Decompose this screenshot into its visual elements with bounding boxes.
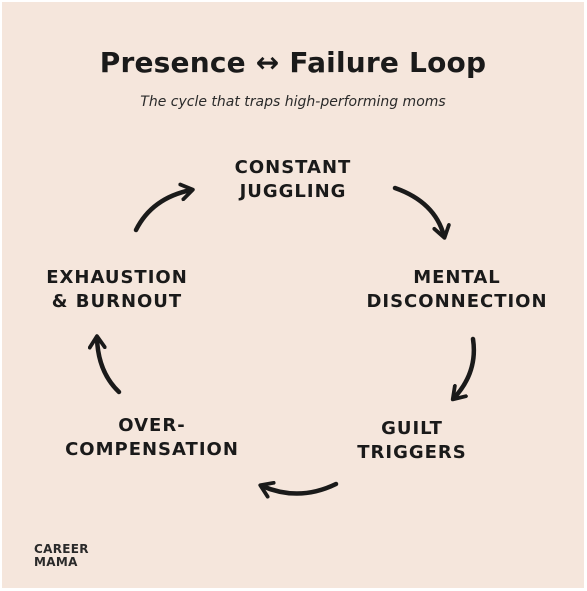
node-mental-disconnection: MENTAL DISCONNECTION	[342, 266, 572, 314]
logo-line2: MAMA	[34, 555, 78, 569]
arrow-overcompensation-to-exhaustion	[87, 334, 122, 395]
node-guilt-triggers: GUILT TRIGGERS	[332, 417, 492, 465]
node-label-line1: MENTAL	[413, 267, 501, 288]
arrow-juggling-to-disconnection	[392, 185, 451, 240]
node-label-line1: CONSTANT	[234, 157, 352, 178]
node-label-line2: COMPENSATION	[65, 439, 239, 460]
node-label-line2: & BURNOUT	[51, 291, 183, 312]
arrow-disconnection-to-guilt	[450, 336, 477, 402]
node-label-line1: OVER-	[118, 415, 186, 436]
node-over-compensation: OVER- COMPENSATION	[42, 414, 262, 462]
node-label-line2: DISCONNECTION	[366, 291, 548, 312]
node-label-line2: TRIGGERS	[357, 442, 467, 463]
node-constant-juggling: CONSTANT JUGGLING	[193, 156, 393, 204]
logo-line1: CAREER	[34, 542, 89, 556]
node-label-line1: GUILT	[381, 418, 443, 439]
node-label-line2: JUGGLING	[239, 181, 347, 202]
arrow-exhaustion-to-juggling	[133, 182, 195, 233]
diagram-title: Presence ↔ Failure Loop	[99, 46, 487, 79]
diagram-subtitle: The cycle that traps high-performing mom…	[140, 94, 446, 110]
node-exhaustion-burnout: EXHAUSTION & BURNOUT	[22, 266, 212, 314]
node-label-line1: EXHAUSTION	[46, 267, 188, 288]
career-mama-logo: CAREER MAMA	[34, 543, 89, 569]
arrow-guilt-to-overcompensation	[258, 480, 339, 499]
